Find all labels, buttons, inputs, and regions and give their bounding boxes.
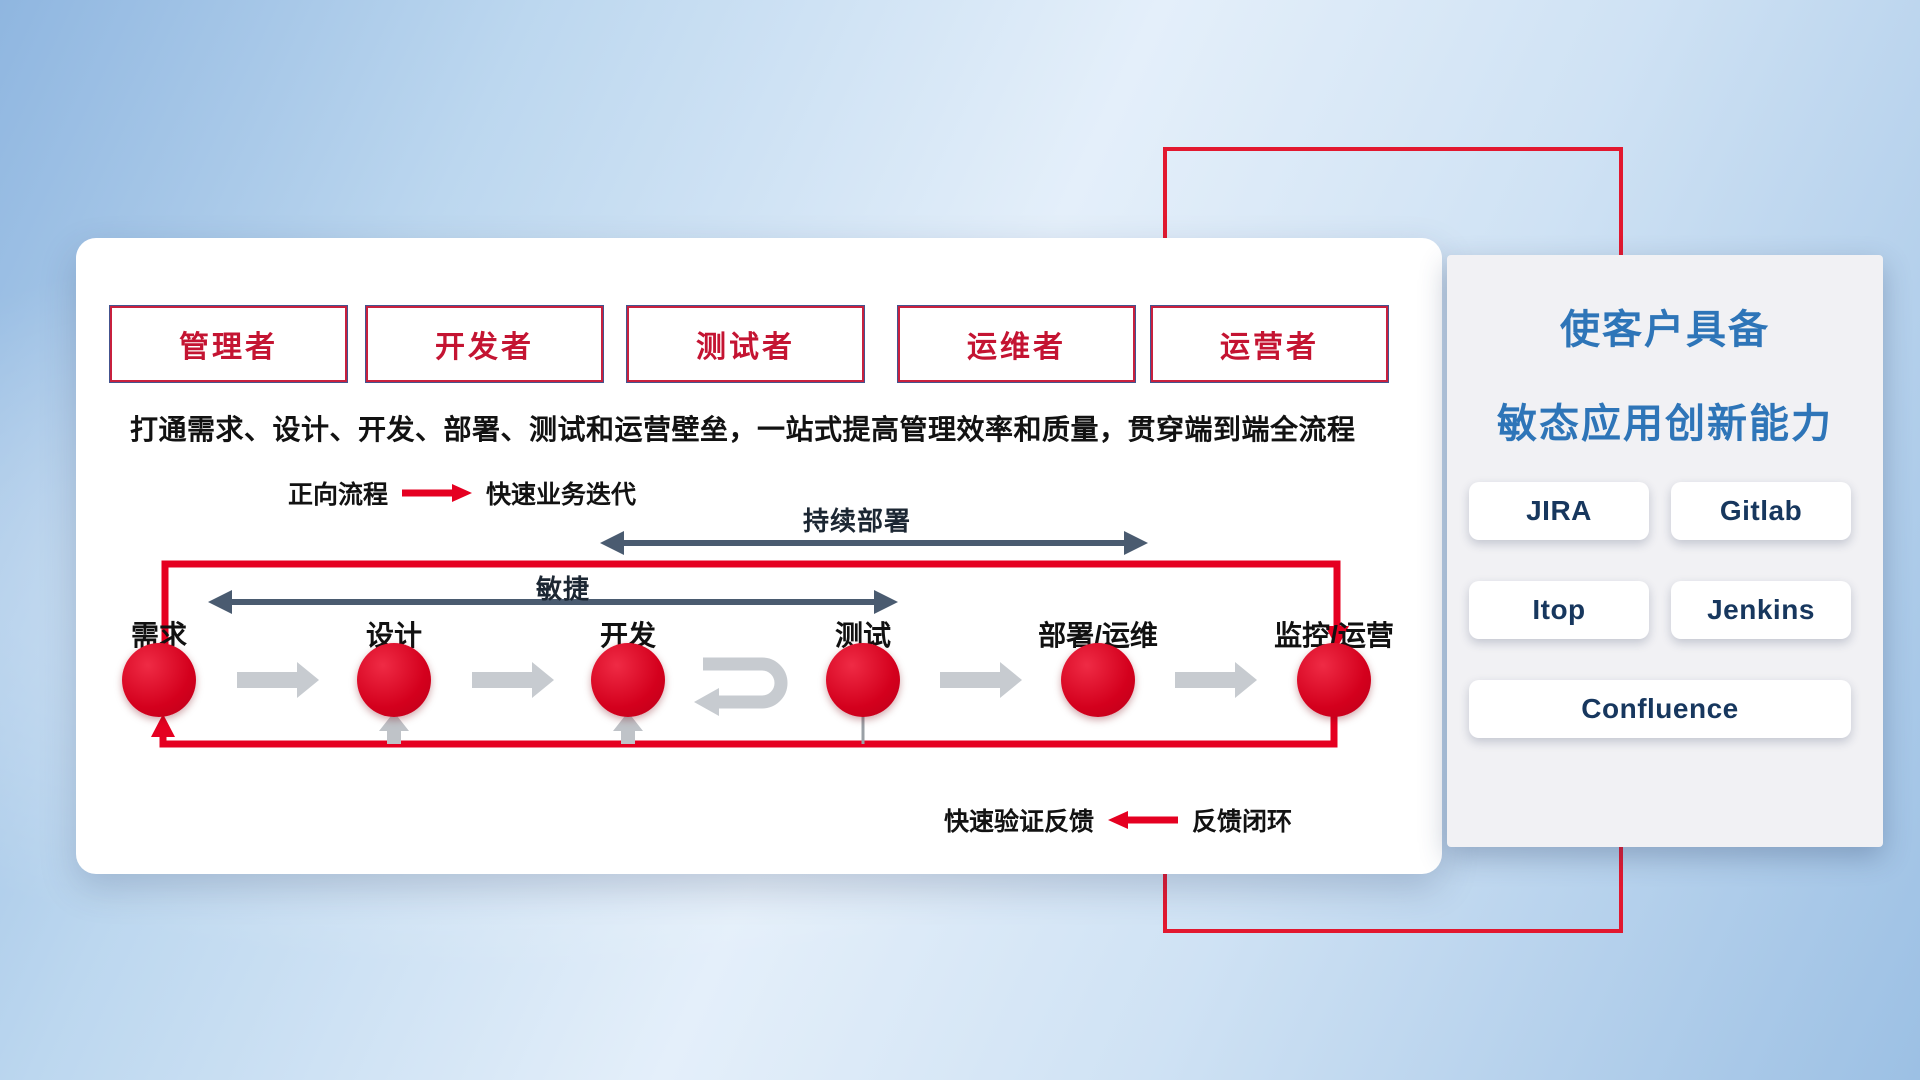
role-label: 测试者 bbox=[696, 331, 795, 364]
tool-box-itop: Itop bbox=[1469, 581, 1649, 639]
capability-panel: 使客户具备 敏态应用创新能力 JIRA Gitlab Itop Jenkins … bbox=[1447, 255, 1883, 847]
forward-legend-label: 正向流程 bbox=[288, 481, 389, 509]
capability-title-line2: 敏态应用创新能力 bbox=[1497, 402, 1833, 446]
feedback-loop-legend: 快速验证反馈 反馈闭环 bbox=[944, 802, 1292, 838]
role-box-operator: 运营者 bbox=[1150, 305, 1389, 383]
role-label: 运营者 bbox=[1220, 331, 1319, 364]
capability-title-line1: 使客户具备 bbox=[1560, 308, 1770, 352]
continuous-deploy-label: 持续部署 bbox=[802, 506, 912, 536]
role-label: 管理者 bbox=[179, 331, 278, 364]
tool-box-confluence: Confluence bbox=[1469, 680, 1851, 738]
feedback-legend-label: 快速验证反馈 bbox=[944, 808, 1095, 836]
role-box-developer: 开发者 bbox=[365, 305, 604, 383]
role-box-manager: 管理者 bbox=[109, 305, 348, 383]
feedback-arrow-icon bbox=[1108, 811, 1179, 829]
stage-node-requirements bbox=[122, 643, 196, 717]
role-label: 运维者 bbox=[967, 331, 1066, 364]
forward-legend-value: 快速业务迭代 bbox=[486, 481, 637, 509]
tool-box-gitlab: Gitlab bbox=[1671, 482, 1851, 540]
stage-node-monitor-op bbox=[1297, 643, 1371, 717]
role-label: 开发者 bbox=[435, 331, 534, 364]
flow-description: 打通需求、设计、开发、部署、测试和运营壁垒，一站式提高管理效率和质量，贯穿端到端… bbox=[130, 414, 1356, 445]
role-box-ops: 运维者 bbox=[897, 305, 1136, 383]
stage-node-design bbox=[357, 643, 431, 717]
stage-node-test bbox=[826, 643, 900, 717]
forward-arrow-icon bbox=[402, 484, 473, 502]
feedback-legend-value: 反馈闭环 bbox=[1192, 808, 1293, 836]
stage-node-deploy-ops bbox=[1061, 643, 1135, 717]
forward-flow-legend: 正向流程 快速业务迭代 bbox=[288, 475, 636, 511]
tool-box-jenkins: Jenkins bbox=[1671, 581, 1851, 639]
tool-box-jira: JIRA bbox=[1469, 482, 1649, 540]
agile-label: 敏捷 bbox=[535, 574, 591, 604]
stage-node-develop bbox=[591, 643, 665, 717]
role-box-tester: 测试者 bbox=[626, 305, 865, 383]
